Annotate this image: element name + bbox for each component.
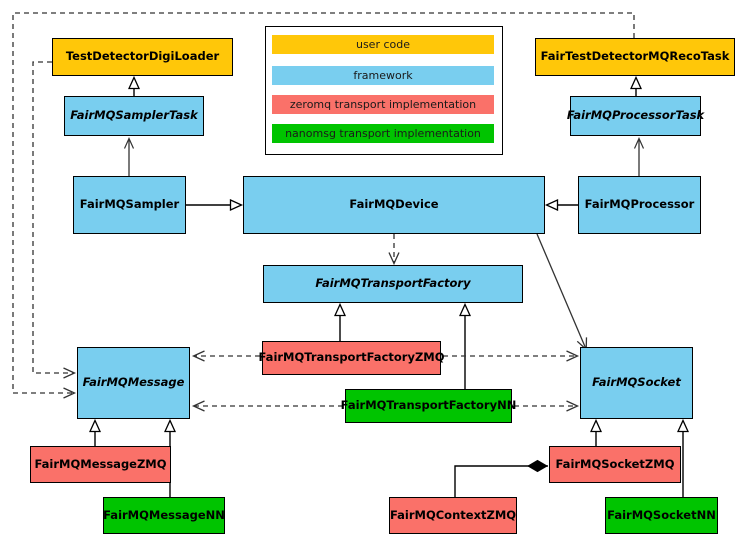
- class-node-fairmqmessage[interactable]: FairMQMessage: [77, 347, 190, 419]
- class-node-fairmqsocketzmq[interactable]: FairMQSocketZMQ: [549, 446, 681, 483]
- class-node-fairmqprocessor[interactable]: FairMQProcessor: [578, 176, 701, 234]
- class-node-fairmqsampler[interactable]: FairMQSampler: [73, 176, 186, 234]
- class-node-fairmqmessagezmq[interactable]: FairMQMessageZMQ: [30, 446, 171, 483]
- class-node-fairmqmessagenn[interactable]: FairMQMessageNN: [103, 497, 225, 534]
- class-node-fairmqtransportfactoryzmq[interactable]: FairMQTransportFactoryZMQ: [259, 341, 445, 375]
- legend-item-nanomsg: nanomsg transport implementation: [272, 124, 494, 143]
- legend-item-user-code: user code: [272, 35, 494, 54]
- class-node-fairmqdevice[interactable]: FairMQDevice: [243, 176, 545, 234]
- class-node-fairmqprocessortask[interactable]: FairMQProcessorTask: [567, 96, 704, 136]
- legend-item-framework: framework: [272, 66, 494, 85]
- class-node-fairmqsocketnn[interactable]: FairMQSocketNN: [605, 497, 718, 534]
- class-node-fairmqtransportfactory[interactable]: FairMQTransportFactory: [263, 265, 523, 303]
- legend-item-zeromq: zeromq transport implementation: [272, 95, 494, 114]
- edge-contextzmq-socketzmq: [454, 459, 548, 497]
- edge-recotask-message: [12, 12, 635, 399]
- class-node-fairmqcontextzmq[interactable]: FairMQContextZMQ: [389, 497, 517, 534]
- class-node-fairtestdetectormqrecotask[interactable]: FairTestDetectorMQRecoTask: [535, 38, 735, 76]
- class-node-testdetectordigiloader[interactable]: TestDetectorDigiLoader: [52, 38, 233, 76]
- class-node-fairmqsocket[interactable]: FairMQSocket: [580, 347, 693, 419]
- edge-digiloader-message: [32, 61, 77, 379]
- class-node-fairmqsamplertask[interactable]: FairMQSamplerTask: [64, 96, 204, 136]
- edge-device-socket: [536, 233, 588, 351]
- class-node-fairmqtransportfactorynn[interactable]: FairMQTransportFactoryNN: [341, 389, 516, 423]
